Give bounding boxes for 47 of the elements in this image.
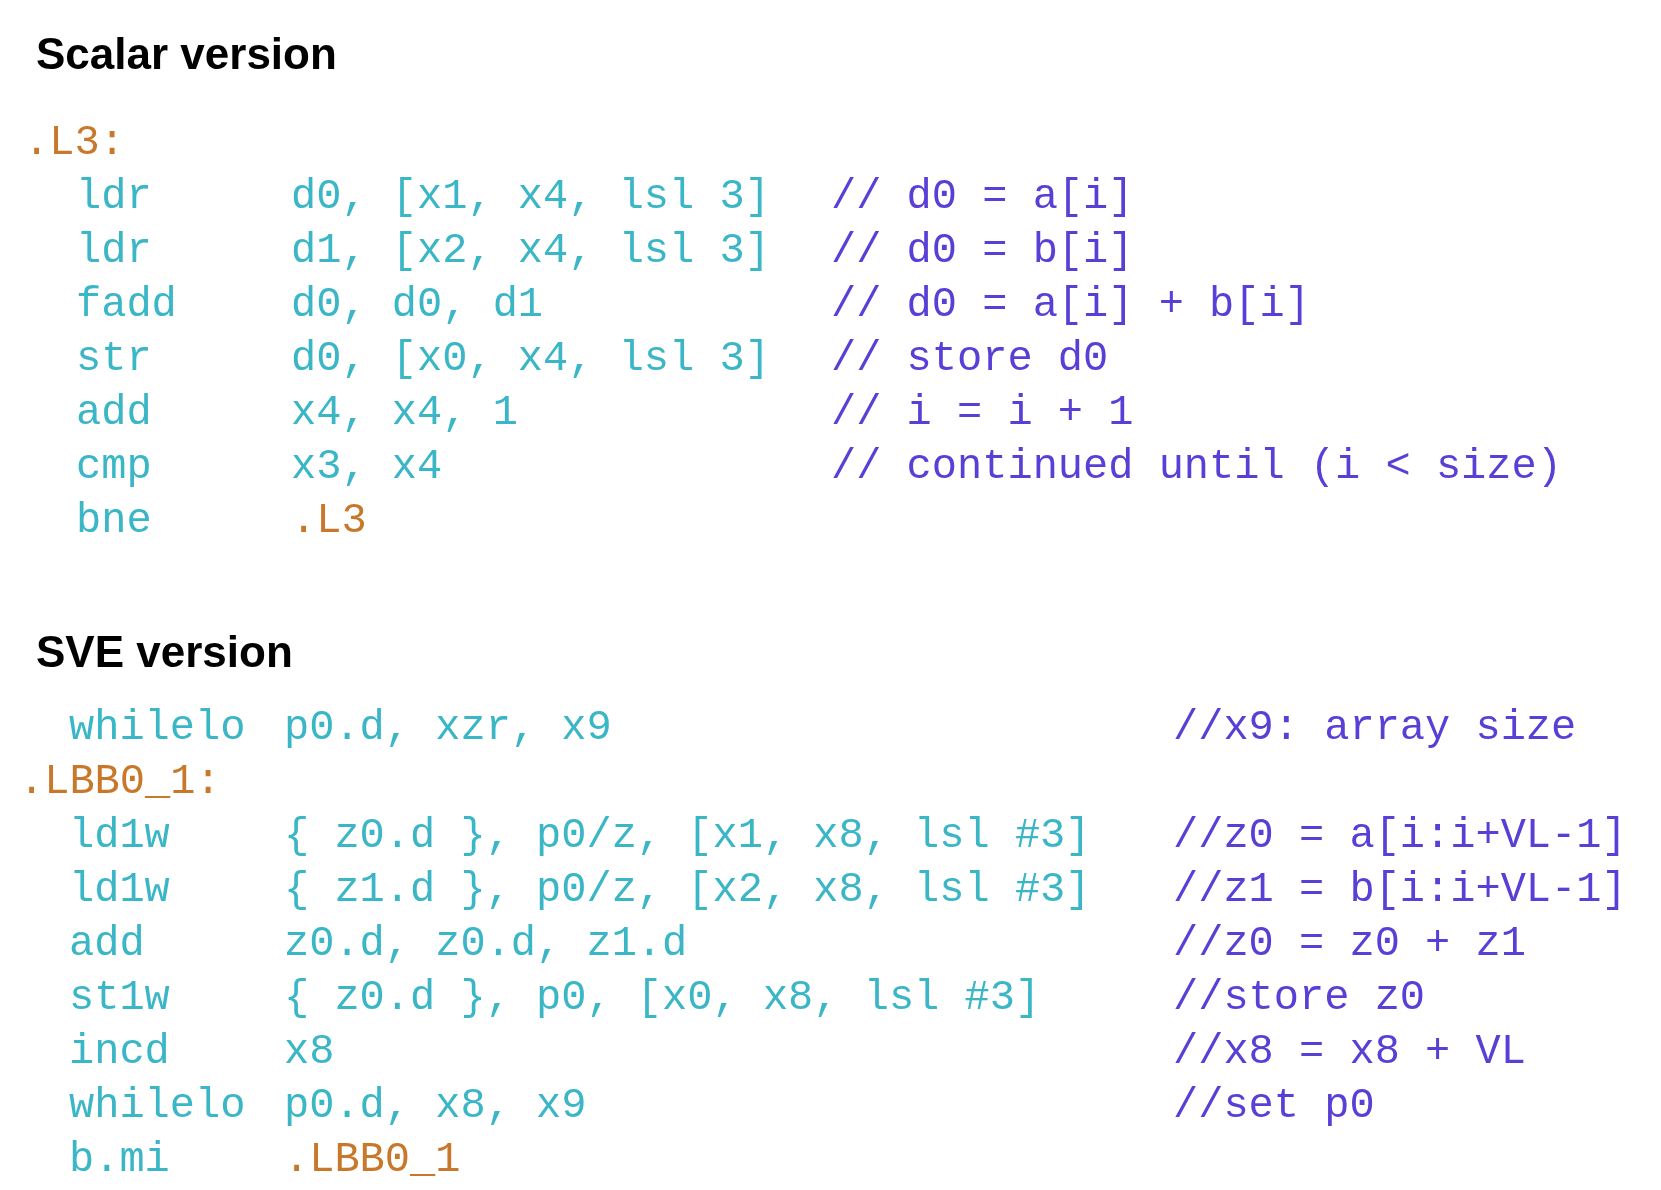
section-heading: SVE version <box>36 630 293 674</box>
code-comment: // store d0 <box>831 338 1109 380</box>
instruction-operands: d0, d0, d1 <box>291 284 544 326</box>
code-comment: //z1 = b[i:i+VL-1] <box>1173 869 1627 911</box>
instruction-operands: d1, [x2, x4, lsl 3] <box>291 230 770 272</box>
code-comment: //z0 = a[i:i+VL-1] <box>1173 815 1627 857</box>
instruction-operands: p0.d, xzr, x9 <box>284 707 612 749</box>
section-heading: Scalar version <box>36 32 337 76</box>
code-comment: // d0 = b[i] <box>831 230 1134 272</box>
code-comment: //store z0 <box>1173 977 1426 1019</box>
instruction-operands: { z1.d }, p0/z, [x2, x8, lsl #3] <box>284 869 1091 911</box>
instruction-operands: x3, x4 <box>291 446 443 488</box>
instruction-mnemonic: whilelo <box>69 707 246 749</box>
instruction-mnemonic: str <box>76 338 152 380</box>
code-comment: // d0 = a[i] + b[i] <box>831 284 1310 326</box>
instruction-mnemonic: add <box>69 923 145 965</box>
instruction-operands: d0, [x0, x4, lsl 3] <box>291 338 770 380</box>
code-comment: //x9: array size <box>1173 707 1577 749</box>
code-comment: // continued until (i < size) <box>831 446 1562 488</box>
instruction-operands: p0.d, x8, x9 <box>284 1085 587 1127</box>
code-label: .LBB0_1: <box>19 761 221 803</box>
instruction-operands: z0.d, z0.d, z1.d <box>284 923 688 965</box>
instruction-operands: { z0.d }, p0, [x0, x8, lsl #3] <box>284 977 1041 1019</box>
instruction-mnemonic: fadd <box>76 284 177 326</box>
instruction-mnemonic: ldr <box>76 230 152 272</box>
branch-target: .L3 <box>291 500 367 542</box>
code-comment: //set p0 <box>1173 1085 1375 1127</box>
instruction-operands: x8 <box>284 1031 335 1073</box>
instruction-mnemonic: st1w <box>69 977 170 1019</box>
instruction-operands: x4, x4, 1 <box>291 392 518 434</box>
branch-target: .LBB0_1 <box>284 1139 461 1181</box>
code-comment: // d0 = a[i] <box>831 176 1134 218</box>
instruction-mnemonic: ldr <box>76 176 152 218</box>
instruction-mnemonic: bne <box>76 500 152 542</box>
code-comment: // i = i + 1 <box>831 392 1134 434</box>
instruction-mnemonic: incd <box>69 1031 170 1073</box>
instruction-mnemonic: cmp <box>76 446 152 488</box>
code-comment: //z0 = z0 + z1 <box>1173 923 1526 965</box>
instruction-operands: d0, [x1, x4, lsl 3] <box>291 176 770 218</box>
code-label: .L3: <box>24 122 125 164</box>
code-comment: //x8 = x8 + VL <box>1173 1031 1526 1073</box>
instruction-mnemonic: whilelo <box>69 1085 246 1127</box>
instruction-operands: { z0.d }, p0/z, [x1, x8, lsl #3] <box>284 815 1091 857</box>
instruction-mnemonic: ld1w <box>69 815 170 857</box>
instruction-mnemonic: b.mi <box>69 1139 170 1181</box>
instruction-mnemonic: ld1w <box>69 869 170 911</box>
instruction-mnemonic: add <box>76 392 152 434</box>
